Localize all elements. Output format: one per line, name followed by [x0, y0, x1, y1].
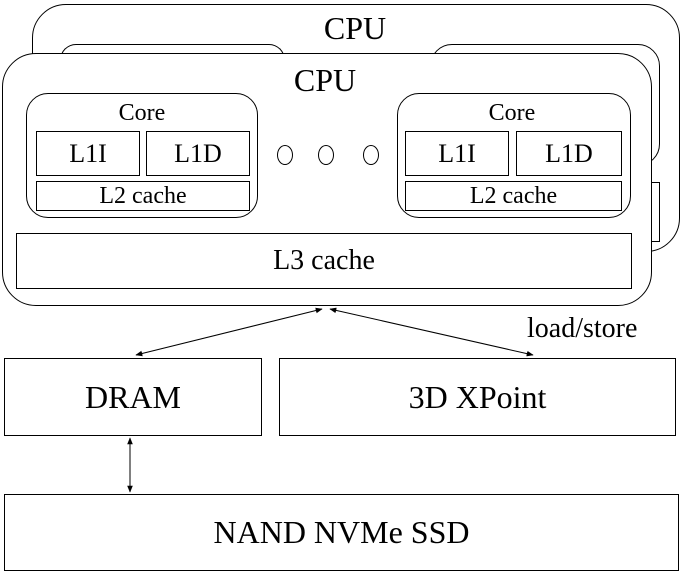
ellipsis-dot-3 — [363, 145, 379, 165]
left-l1d-cache: L1D — [146, 131, 250, 176]
left-core-title: Core — [118, 100, 166, 126]
left-l1d-label: L1D — [174, 138, 222, 168]
ellipsis-dot-1 — [277, 145, 293, 165]
right-core-title: Core — [488, 100, 536, 126]
left-l2-label: L2 cache — [99, 182, 187, 209]
right-l2-label: L2 cache — [469, 182, 558, 209]
ssd-box: NAND NVMe SSD — [4, 494, 679, 571]
front-cpu-title: CPU — [293, 62, 357, 98]
ellipsis-dot-2 — [318, 145, 334, 165]
dram-label: DRAM — [84, 378, 181, 415]
right-l2-cache: L2 cache — [405, 181, 622, 211]
right-l1i-label: L1I — [438, 138, 476, 168]
cpu-dram-arrow — [135, 307, 323, 357]
ssd-label: NAND NVMe SSD — [213, 514, 470, 550]
back-cpu-title: CPU — [323, 10, 387, 46]
left-l1i-label: L1I — [69, 138, 107, 168]
load-store-label: load/store — [527, 313, 638, 344]
left-l2-cache: L2 cache — [36, 181, 250, 211]
cpu-xpoint-arrow — [329, 307, 534, 357]
right-l1d-cache: L1D — [516, 131, 622, 176]
right-l1d-label: L1D — [545, 138, 593, 168]
left-l1i-cache: L1I — [36, 131, 140, 176]
l3-cache: L3 cache — [16, 233, 632, 289]
dram-box: DRAM — [4, 358, 262, 436]
xpoint-label: 3D XPoint — [408, 378, 547, 415]
right-l1i-cache: L1I — [405, 131, 509, 176]
xpoint-box: 3D XPoint — [279, 358, 676, 436]
l3-cache-label: L3 cache — [273, 245, 375, 276]
